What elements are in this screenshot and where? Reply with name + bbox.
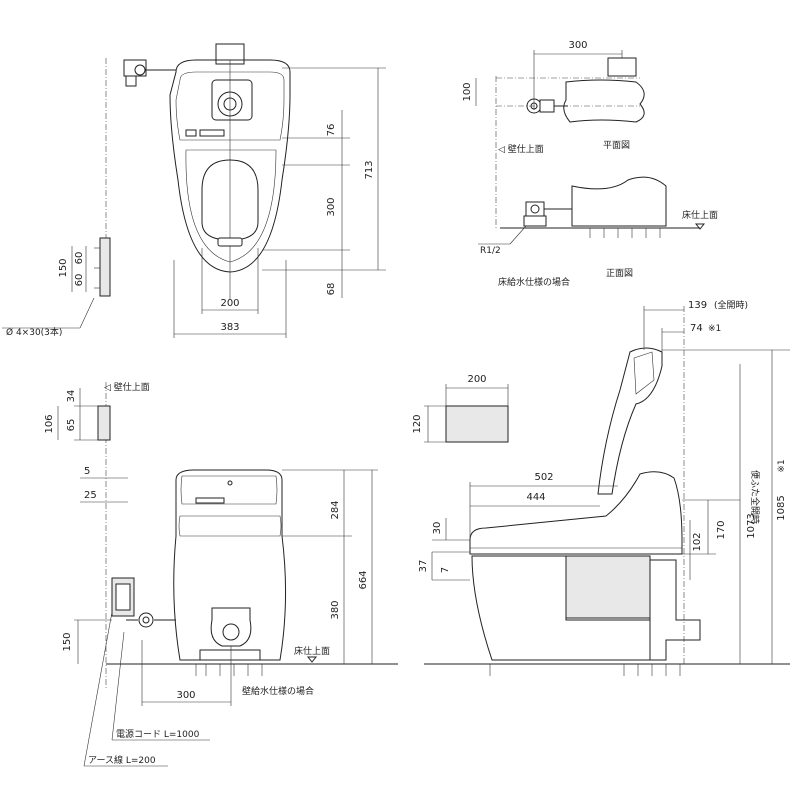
floor-label-plan: 床仕上面	[682, 209, 718, 221]
dim-139-note: (全開時)	[714, 299, 748, 311]
wall-label-front: ◁ 壁仕上面	[104, 381, 150, 393]
dim-300-front: 300	[176, 690, 195, 701]
side-view: 139 (全開時) 74 ※1 502 444 30 37 7 102 170 …	[418, 299, 790, 676]
front-view: ◁ 壁仕上面 106 34 65 5 25	[44, 381, 398, 767]
dim-5: 5	[84, 466, 90, 477]
dim-664: 664	[358, 570, 369, 589]
dim-30: 30	[432, 522, 443, 535]
dim-102: 102	[692, 532, 703, 551]
dim-34: 34	[66, 390, 77, 403]
r12-label: R1/2	[480, 246, 501, 256]
floor-supply-view: 300 100 ◁ 壁仕上面 平面図 床仕上面 R1/2 床給水仕様の場合 正面…	[462, 40, 718, 288]
floor-supply-label: 床給水仕様の場合	[498, 276, 570, 288]
dim-284: 284	[330, 500, 341, 519]
dim-444: 444	[526, 492, 545, 503]
dim-170: 170	[716, 520, 727, 539]
dim-120-remote: 120	[412, 414, 423, 433]
wall-label-plan: ◁ 壁仕上面	[498, 143, 544, 155]
dim-100-plan: 100	[462, 82, 473, 101]
top-view: 150 60 60 Ø 4×30(3本) 76 300 713 68 200 3…	[2, 43, 386, 338]
dim-68: 68	[326, 283, 337, 296]
dim-37: 37	[418, 560, 429, 573]
dim-106: 106	[44, 414, 55, 433]
dim-200-remote: 200	[467, 374, 486, 385]
front-label: 正面図	[606, 268, 633, 279]
supply-valve-front	[111, 577, 176, 628]
dim-60b: 60	[74, 274, 85, 287]
supply-valve-top	[123, 59, 176, 87]
floor-label-front: 床仕上面	[294, 645, 330, 657]
wall-bracket	[94, 237, 111, 297]
dim-139: 139	[688, 300, 707, 311]
dim-65: 65	[66, 419, 77, 432]
earth-wire-label: アース線 L=200	[88, 754, 156, 766]
screw-note: Ø 4×30(3本)	[6, 326, 62, 338]
dim-150-front: 150	[62, 632, 73, 651]
dim-7: 7	[440, 567, 451, 573]
dim-200-bowl: 200	[220, 298, 239, 309]
dim-383: 383	[220, 322, 239, 333]
dim-502: 502	[534, 472, 553, 483]
dim-300-top: 300	[326, 197, 337, 216]
plan-label: 平面図	[603, 140, 630, 151]
dim-713: 713	[364, 160, 375, 179]
dim-300-plan: 300	[568, 40, 587, 51]
dim-74-note: ※1	[708, 324, 721, 334]
dim-74: 74	[690, 323, 703, 334]
power-cord-label: 電源コード L=1000	[116, 729, 200, 740]
wall-supply-label: 壁給水仕様の場合	[242, 685, 314, 697]
dim-25: 25	[84, 490, 97, 501]
dim-1085-note: ※1	[777, 459, 787, 472]
dim-76: 76	[326, 124, 337, 137]
dim-380: 380	[330, 600, 341, 619]
dim-60a: 60	[74, 252, 85, 265]
remote-control: 200 120	[412, 374, 509, 443]
seat-open-label: 便ふた全開時	[749, 470, 761, 524]
dim-1085: 1085	[776, 495, 787, 520]
dim-1073: 1073	[746, 513, 757, 538]
dim-150-bracket: 150	[58, 258, 69, 277]
